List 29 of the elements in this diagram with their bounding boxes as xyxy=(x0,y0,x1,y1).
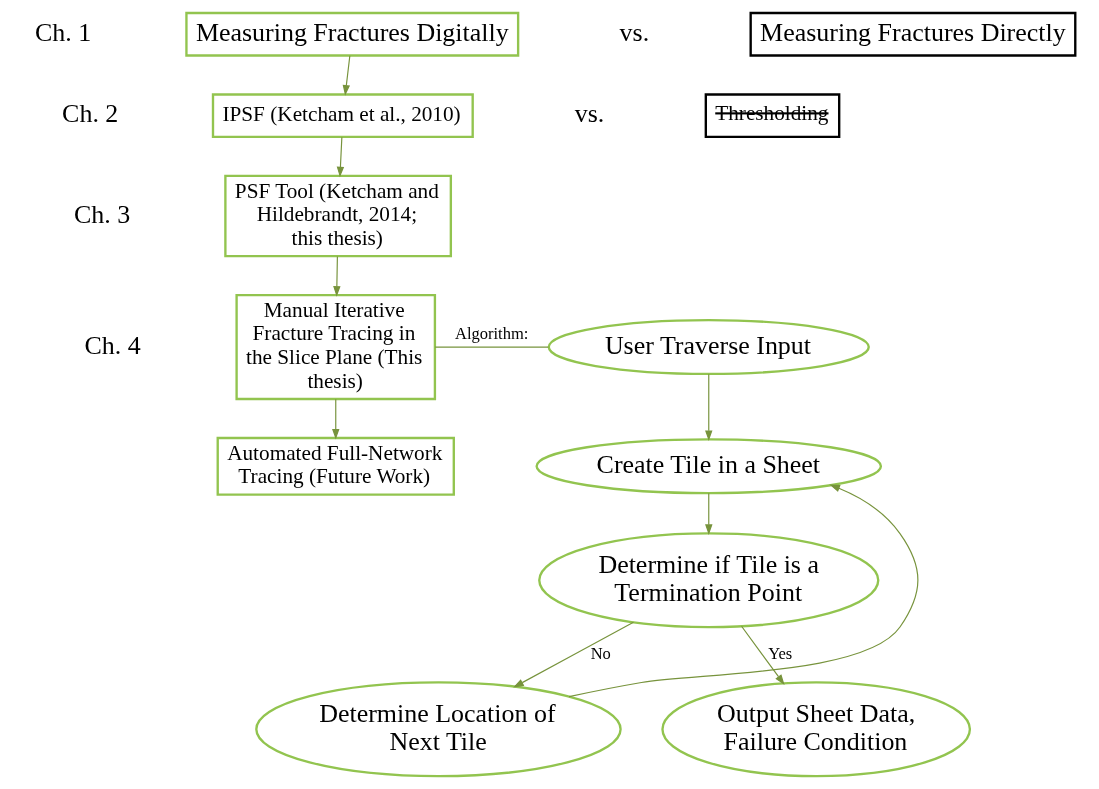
edge-label: Algorithm: xyxy=(454,324,528,344)
arrow xyxy=(704,492,712,535)
node-box: IPSF (Ketcham et al., 2010) xyxy=(211,93,474,139)
arrow xyxy=(568,484,918,698)
label: Ch. 4 xyxy=(84,330,141,360)
arrow xyxy=(704,373,712,441)
label: Ch. 2 xyxy=(61,99,118,129)
label: Ch. 1 xyxy=(34,17,91,47)
node-box: Measuring Fractures Digitally xyxy=(184,11,519,57)
arrow xyxy=(331,398,339,440)
arrow xyxy=(332,255,341,297)
edge-label: No xyxy=(590,644,611,664)
arrow xyxy=(512,621,634,688)
node-ellipse: Output Sheet Data, Failure Condition xyxy=(660,681,971,778)
arrow xyxy=(740,625,785,685)
node-box: Measuring Fractures Directly xyxy=(749,11,1076,57)
node-box: PSF Tool (Ketcham and Hildebrandt, 2014; this thesis) xyxy=(223,174,452,258)
edge-label: Yes xyxy=(767,644,792,664)
arrow xyxy=(342,55,350,96)
connector xyxy=(434,346,549,348)
label: vs. xyxy=(619,17,649,47)
label: vs. xyxy=(574,99,604,129)
label: Ch. 3 xyxy=(73,199,130,229)
node-box: Manual Iterative Fracture Tracing in the Slice Plane (This thesis) xyxy=(234,293,436,401)
node-box: Thresholding xyxy=(704,93,840,139)
node-ellipse: User Traverse Input xyxy=(547,319,870,376)
node-ellipse: Determine if Tile is a Termination Point xyxy=(537,532,879,629)
node-box: Automated Full-Network Tracing (Future Work) xyxy=(216,436,455,496)
arrow xyxy=(336,136,344,178)
